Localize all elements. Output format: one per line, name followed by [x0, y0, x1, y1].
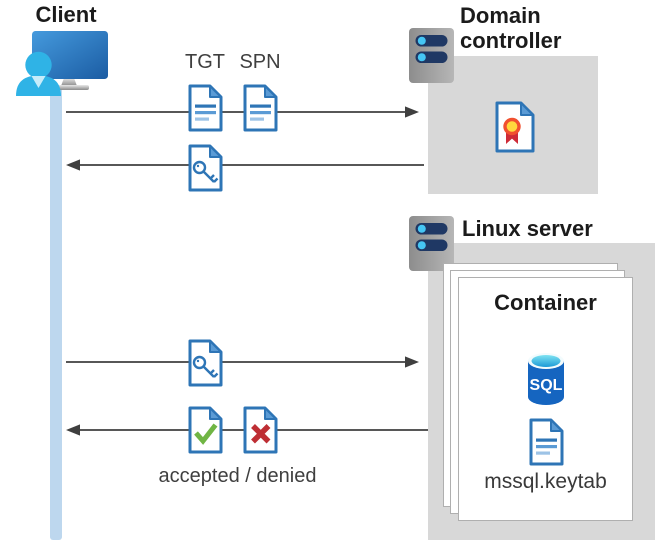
key-document-icon — [188, 144, 223, 192]
client-label: Client — [35, 2, 97, 27]
accepted-denied-label: accepted / denied — [158, 465, 317, 487]
ticket-document-icon — [188, 84, 223, 132]
domain-controller-label: Domain controller — [460, 3, 562, 53]
sql-badge-text: SQL — [529, 377, 562, 394]
keytab-file-label: mssql.keytab — [484, 470, 607, 493]
ticket-document-icon — [529, 418, 563, 466]
linux-server-label: Linux server — [462, 216, 593, 241]
spn-label: SPN — [239, 51, 281, 73]
tgt-label: TGT — [185, 51, 225, 73]
user-icon — [16, 51, 61, 96]
sql-database-icon: SQL — [527, 353, 564, 405]
arrow-domain-controller-to-client — [66, 159, 424, 171]
ticket-document-icon — [243, 84, 278, 132]
check-document-icon — [188, 406, 223, 454]
server-icon — [409, 216, 454, 271]
server-icon — [409, 28, 454, 83]
container-label: Container — [494, 290, 597, 315]
container-card: Container SQL mssql.keytab — [458, 277, 633, 521]
certificate-document-icon — [495, 101, 535, 153]
cross-document-icon — [243, 406, 278, 454]
client-lifeline-bar — [50, 90, 62, 540]
client-workstation-icon — [16, 31, 108, 96]
arrow-client-to-domain-controller — [66, 106, 419, 118]
key-document-icon — [188, 339, 223, 387]
arrow-client-to-linux-server — [66, 356, 419, 368]
